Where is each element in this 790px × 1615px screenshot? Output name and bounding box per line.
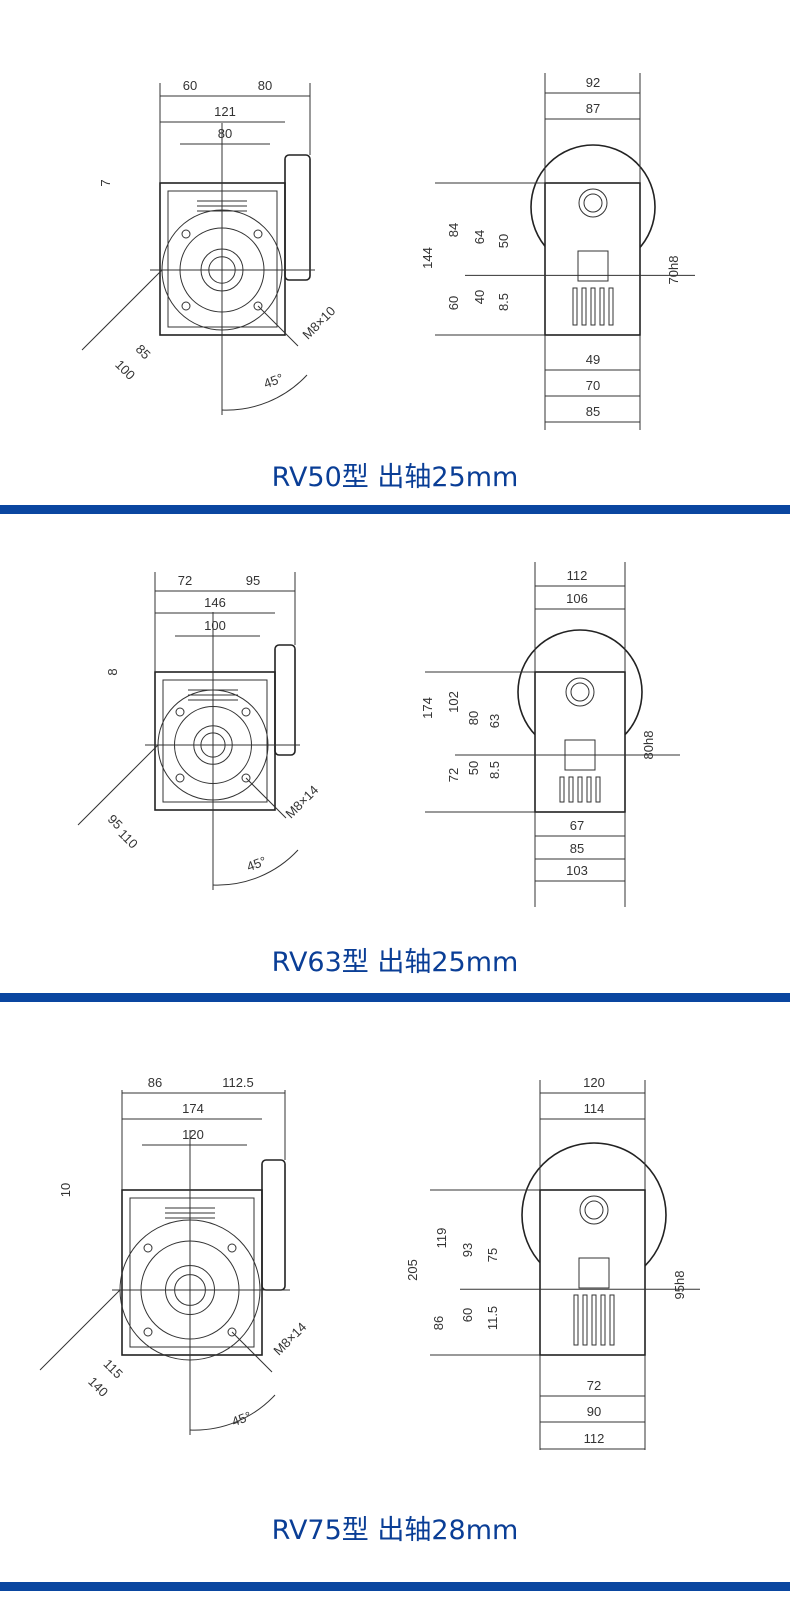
side-dimension-label: 70: [586, 378, 600, 393]
front-dimension-label: 10: [58, 1183, 73, 1197]
section-divider: [0, 993, 790, 1002]
side-dimension-label: 106: [566, 591, 588, 606]
side-dimension-label: 84: [446, 223, 461, 237]
front-dimension-label: 174: [182, 1101, 204, 1116]
side-dimension-label: 95h8: [672, 1271, 687, 1300]
side-dimension-label: 114: [584, 1101, 605, 1116]
front-dimension-label: 72: [178, 573, 192, 588]
bolt-hole-icon: [143, 1327, 153, 1337]
front-dimension-label: 95: [246, 573, 260, 588]
side-view: [435, 73, 695, 430]
side-dimension-label: 72: [587, 1378, 601, 1393]
side-dimension-label: 205: [405, 1259, 420, 1281]
bolt-hole-icon: [241, 707, 251, 717]
side-dimension-label: 64: [472, 230, 487, 244]
side-dimension-label: 86: [431, 1316, 446, 1330]
front-dimension-label: 80: [218, 126, 232, 141]
section-title-rv63: RV63型 出轴25mm: [271, 947, 519, 978]
section-title-rv50: RV50型 出轴25mm: [271, 462, 519, 493]
side-dimension-label: 112: [567, 568, 588, 583]
front-view: [77, 572, 300, 890]
side-dimension-label: 80h8: [641, 731, 656, 760]
side-dimension-label: 70h8: [666, 256, 681, 285]
side-dimension-label: 112: [584, 1431, 605, 1446]
side-dimension-label: 50: [466, 761, 481, 775]
side-dimension-label: 63: [487, 714, 502, 728]
bolt-hole-icon: [181, 229, 191, 239]
bolt-hole-icon: [143, 1243, 153, 1253]
section-divider: [0, 505, 790, 514]
side-dimension-label: 8.5: [487, 761, 502, 779]
bolt-hole-icon: [181, 301, 191, 311]
side-dimension-label: 144: [420, 247, 435, 269]
front-dimension-label: 146: [204, 595, 226, 610]
front-dimension-label: M8×14: [270, 1319, 309, 1358]
front-view: [81, 83, 315, 415]
front-dimension-label: 8: [105, 668, 120, 675]
front-dimension-label: 121: [214, 104, 236, 119]
front-dimension-label: 100: [204, 618, 226, 633]
side-dimension-label: 103: [566, 863, 588, 878]
side-dimension-label: 8.5: [496, 293, 511, 311]
front-dimension-label: M8×14: [282, 782, 321, 821]
front-dimension-label: 85: [133, 341, 154, 362]
side-dimension-label: 40: [472, 290, 487, 304]
front-dimension-label: 110: [116, 826, 141, 851]
bolt-hole-icon: [241, 773, 251, 783]
front-dimension-label: 45°: [230, 1408, 254, 1429]
front-dimension-label: 45°: [262, 370, 286, 391]
side-view: [430, 1080, 700, 1450]
front-dimension-label: 86: [148, 1075, 162, 1090]
front-dimension-label: 115: [101, 1356, 126, 1381]
front-dimension-label: 100: [112, 357, 138, 383]
side-dimension-label: 80: [466, 711, 481, 725]
side-dimension-label: 60: [460, 1308, 475, 1322]
bolt-hole-icon: [227, 1327, 237, 1337]
front-dimension-label: 60: [183, 78, 197, 93]
bolt-hole-icon: [175, 707, 185, 717]
front-dimension-label: 120: [182, 1127, 204, 1142]
section-divider: [0, 1582, 790, 1591]
side-view: [425, 562, 680, 907]
bolt-hole-icon: [253, 301, 263, 311]
side-dimension-label: 92: [586, 75, 600, 90]
side-dimension-label: 72: [446, 768, 461, 782]
side-dimension-label: 85: [570, 841, 584, 856]
bolt-hole-icon: [175, 773, 185, 783]
side-dimension-label: 50: [496, 234, 511, 248]
side-dimension-label: 85: [586, 404, 600, 419]
side-dimension-label: 119: [434, 1228, 449, 1249]
bolt-hole-icon: [253, 229, 263, 239]
front-dimension-label: 112.5: [222, 1075, 254, 1090]
front-dimension-label: 7: [98, 179, 113, 186]
bolt-hole-icon: [227, 1243, 237, 1253]
side-dimension-label: 49: [586, 352, 600, 367]
front-dimension-label: 80: [258, 78, 272, 93]
side-dimension-label: 67: [570, 818, 584, 833]
front-dimension-label: 140: [85, 1374, 111, 1400]
side-dimension-label: 120: [583, 1075, 605, 1090]
front-view: [39, 1090, 290, 1435]
side-dimension-label: 75: [485, 1248, 500, 1262]
section-title-rv75: RV75型 出轴28mm: [271, 1515, 519, 1546]
front-dimension-label: 45°: [245, 853, 269, 874]
side-dimension-label: 102: [446, 691, 461, 713]
side-dimension-label: 93: [460, 1243, 475, 1257]
side-dimension-label: 11.5: [485, 1306, 500, 1330]
side-dimension-label: 87: [586, 101, 600, 116]
side-dimension-label: 90: [587, 1404, 601, 1419]
side-dimension-label: 60: [446, 296, 461, 310]
side-dimension-label: 174: [420, 697, 435, 719]
front-dimension-label: M8×10: [299, 303, 338, 342]
